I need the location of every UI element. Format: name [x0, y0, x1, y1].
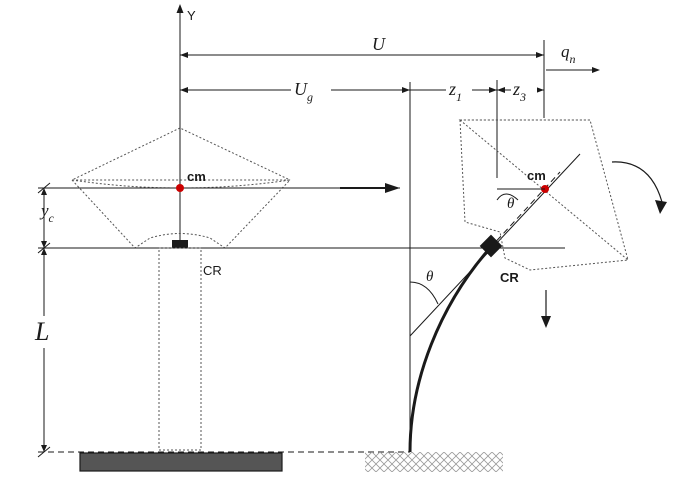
label-cr-right: CR	[500, 270, 519, 285]
label-z3: z3	[512, 79, 526, 104]
label-U: U	[372, 34, 386, 54]
rotation-arrow	[611, 161, 667, 214]
y-axis-label: Y	[187, 8, 196, 23]
tower-left	[158, 247, 202, 451]
cm-reference-line	[38, 183, 400, 193]
theta-arc-lower	[409, 281, 439, 305]
deflected-tower	[408, 247, 492, 453]
label-cr-left: CR	[203, 263, 222, 278]
y-axis	[176, 4, 184, 248]
label-z1: z1	[448, 79, 462, 104]
cr-block-left	[172, 240, 188, 248]
cm-point-left	[176, 184, 184, 192]
label-cm-left: cm	[187, 169, 206, 184]
tangent-line-dashed	[489, 171, 561, 249]
label-qn: qn	[561, 42, 576, 66]
label-L: L	[34, 317, 49, 346]
theta-arc-upper	[496, 193, 519, 201]
label-theta-lower: θ	[426, 269, 434, 285]
ground-hatch-right	[365, 452, 503, 472]
label-yc: yc	[39, 201, 55, 225]
dimension-L	[37, 248, 51, 458]
downward-arrow	[541, 290, 551, 328]
dimension-U	[180, 40, 545, 118]
label-cm-right: cm	[527, 168, 546, 183]
base-plate	[79, 452, 283, 472]
q-n-arrow	[546, 67, 600, 73]
label-Ug: Ug	[294, 79, 313, 104]
label-theta-upper: θ	[507, 196, 515, 212]
